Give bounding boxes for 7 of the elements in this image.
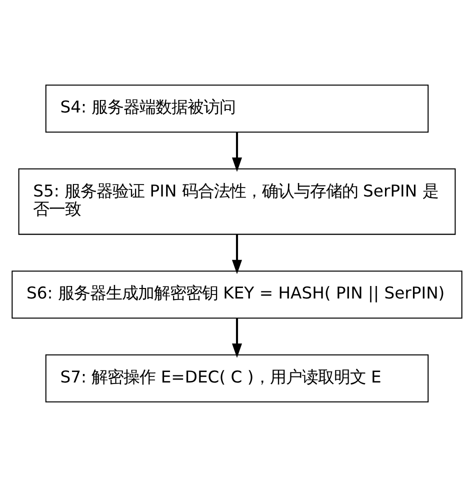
arrow [232,132,242,172]
arrow [232,234,242,274]
node-box: S7: 解密操作 E=DEC( C )，用户读取明文 E [45,354,429,402]
node-box: S5: 服务器验证 PIN 码合法性，确认与存储的 SerPIN 是否一致 [18,168,456,234]
arrow [232,318,242,358]
node-box: S6: 服务器生成加解密密钥 KEY = HASH( PIN || SerPIN) [12,270,462,318]
node-box: S4: 服务器端数据被访问 [45,84,429,132]
